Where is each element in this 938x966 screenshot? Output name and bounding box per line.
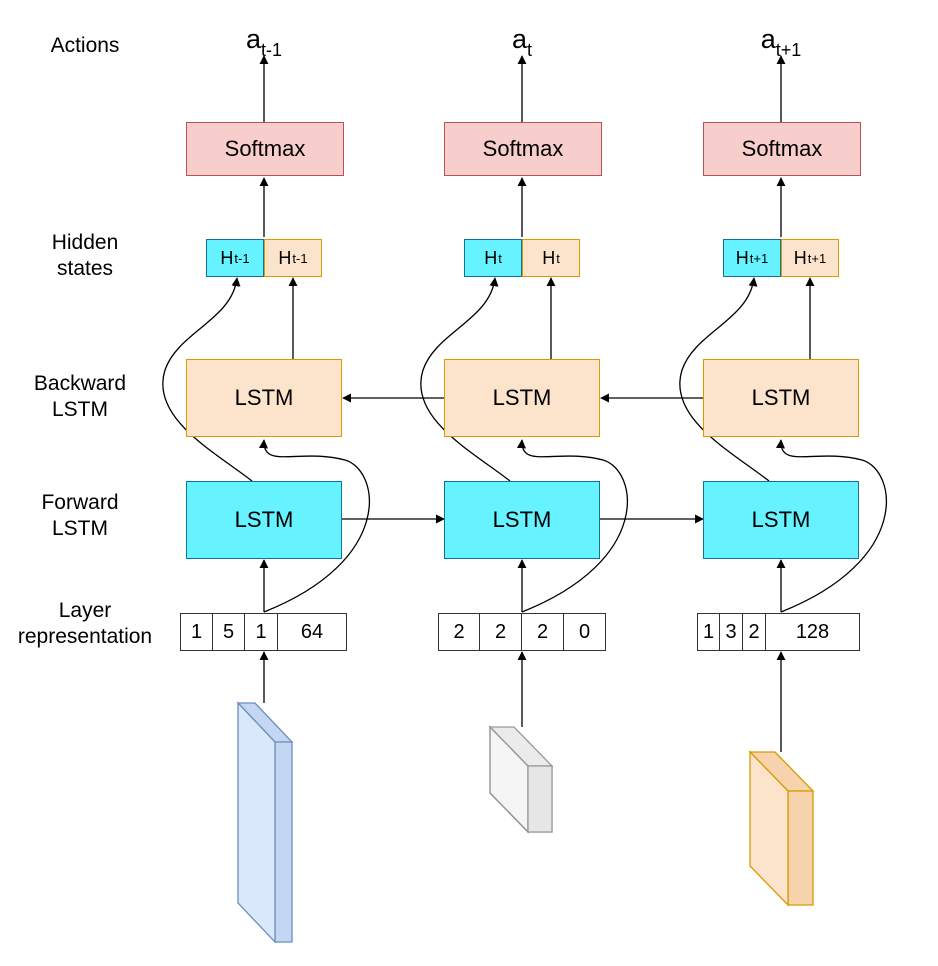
- arrow-repr-to-backward-3: [775, 439, 887, 613]
- layer-tensor-3: [748, 750, 815, 907]
- layer-representation-2: 2 2 2 0: [438, 613, 606, 651]
- softmax-box-3: Softmax: [703, 122, 861, 176]
- repr-cell: 1: [697, 613, 720, 651]
- forward-lstm-cell-2: LSTM: [444, 481, 600, 559]
- repr-cell: 2: [522, 613, 564, 651]
- softmax-box-1: Softmax: [186, 122, 344, 176]
- backward-lstm-cell-1: LSTM: [186, 359, 342, 437]
- arrow-repr-to-backward-2: [516, 439, 628, 613]
- layer-representation-1: 1 5 1 64: [180, 613, 347, 651]
- repr-cell: 1: [180, 613, 213, 651]
- row-label-hidden-states: Hidden states: [51, 231, 119, 280]
- arrow-forward-to-hidden-1: [162, 277, 253, 482]
- row-label-backward-lstm: Backward LSTM: [33, 372, 127, 421]
- repr-cell: 2: [438, 613, 480, 651]
- forward-lstm-cell-1: LSTM: [186, 481, 342, 559]
- row-label-layer-representation: Layer representation: [17, 599, 153, 648]
- arrow-repr-to-backward-1: [258, 439, 370, 613]
- repr-cell: 5: [213, 613, 245, 651]
- layer-representation-3: 1 3 2 128: [697, 613, 860, 651]
- repr-cell: 0: [564, 613, 606, 651]
- action-label-3: at+1: [760, 24, 802, 60]
- action-label-2: at: [511, 24, 533, 60]
- repr-cell: 128: [766, 613, 860, 651]
- arrow-forward-to-hidden-2: [420, 277, 511, 482]
- repr-cell: 2: [480, 613, 522, 651]
- repr-cell: 64: [278, 613, 347, 651]
- repr-cell: 2: [743, 613, 766, 651]
- layer-tensor-1: [236, 701, 294, 944]
- row-label-forward-lstm: Forward LSTM: [41, 491, 119, 540]
- repr-cell: 1: [245, 613, 278, 651]
- action-label-1: at-1: [245, 24, 283, 60]
- forward-lstm-cell-3: LSTM: [703, 481, 859, 559]
- arrow-forward-to-hidden-3: [679, 277, 770, 482]
- backward-lstm-cell-3: LSTM: [703, 359, 859, 437]
- repr-cell: 3: [720, 613, 743, 651]
- softmax-box-2: Softmax: [444, 122, 602, 176]
- backward-lstm-cell-2: LSTM: [444, 359, 600, 437]
- row-label-actions: Actions: [50, 34, 120, 57]
- layer-tensor-2-lower: [489, 765, 553, 833]
